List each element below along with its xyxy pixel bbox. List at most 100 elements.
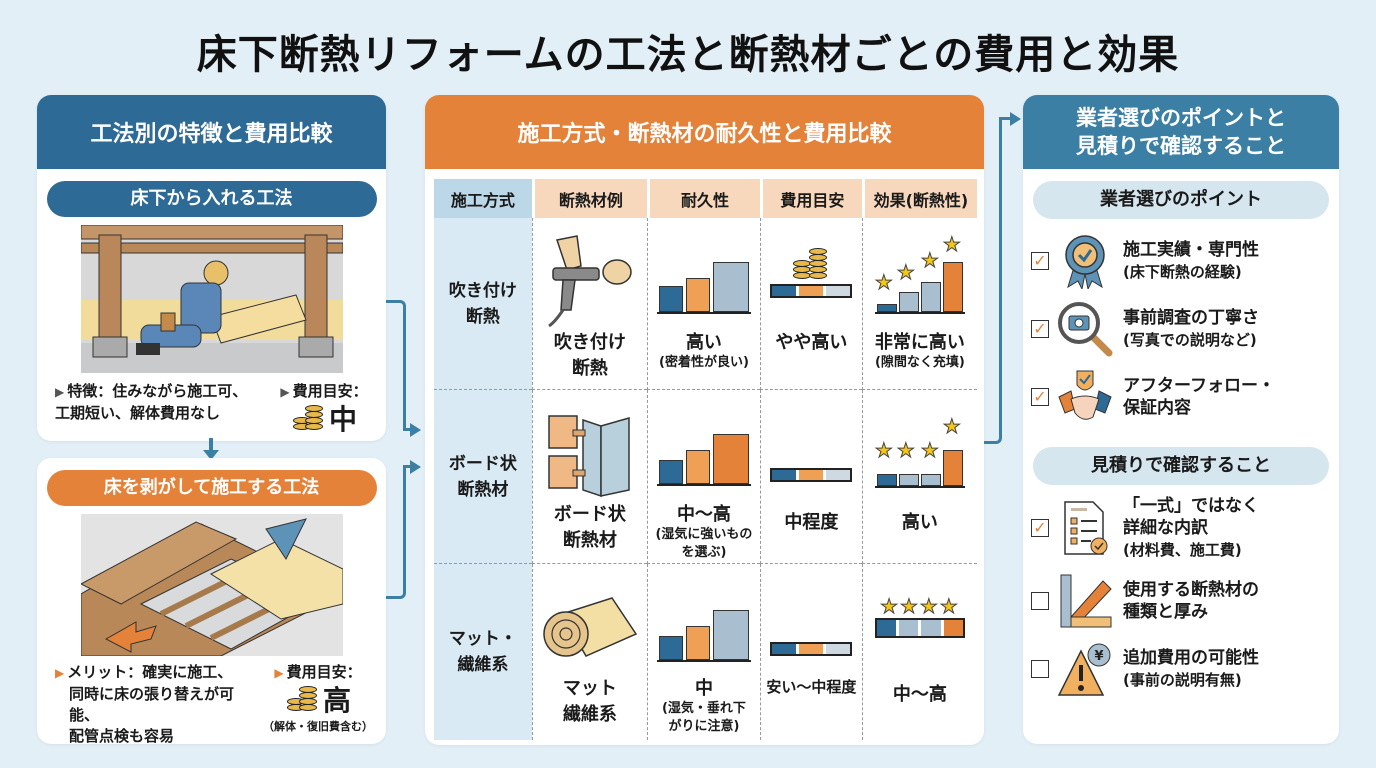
- row-method: 吹き付け 断熱: [434, 218, 532, 390]
- effect-star-chart-icon: ★★★★: [863, 574, 977, 674]
- row-effect: ★ ★ ★ ★ 高い: [861, 390, 977, 564]
- row-durability: 高い (密着性が良い): [646, 218, 760, 390]
- method1-feature-line1: 特徴：住みながら施工可、: [67, 382, 248, 400]
- row-durability: 中～高 (湿気に強いものを選ぶ): [646, 390, 760, 564]
- cost-level-icon: [761, 400, 862, 500]
- handshake-shield-icon: [1057, 369, 1113, 425]
- comparison-table: 施工方式 断熱材例 耐久性 費用目安 効果(断熱性) 吹き付け 断熱: [434, 179, 977, 740]
- arrowhead-right-icon: [410, 460, 421, 474]
- row-method-line2: 断熱: [465, 306, 500, 327]
- row-cost: やや高い: [759, 218, 862, 390]
- checklist-item[interactable]: ✓ 施工実績・専門性 (床下断熱の経験): [1023, 233, 1339, 289]
- col-method: 施工方式: [434, 179, 532, 218]
- item-line2: 詳細な内訳: [1123, 518, 1208, 538]
- board-panels-icon: [533, 400, 647, 500]
- checklist-item[interactable]: ¥ 追加費用の可能性 (事前の説明有無): [1023, 641, 1339, 697]
- durability-bar-chart-icon: [648, 574, 760, 674]
- method2-cost: ▶費用目安： 高 （解体・復旧費含む）: [262, 662, 374, 744]
- row-durability-note: (湿気に強いものを選ぶ): [655, 527, 753, 560]
- col-cost: 費用目安: [759, 179, 862, 218]
- award-badge-icon: [1057, 233, 1113, 289]
- method2-merit-line2: 同時に床の張り替えが可能、: [69, 685, 235, 724]
- connector-arrow-right: [984, 117, 1002, 444]
- method1-cost-label: 費用目安：: [292, 382, 368, 400]
- col-effect: 効果(断熱性): [861, 179, 977, 218]
- method2-panel: 床を剥がして施工する工法 ▶メリット：確実に施工、 同時に床の張り替えが可能、 …: [37, 458, 386, 744]
- checkbox-checked[interactable]: ✓: [1031, 320, 1049, 338]
- connector-arrow-top: [386, 300, 406, 430]
- row-method-line1: マット・: [448, 629, 517, 649]
- item-line2: 種類と厚み: [1123, 602, 1208, 622]
- camera-magnifier-icon: [1057, 301, 1113, 357]
- spray-gun-icon: [533, 228, 647, 328]
- bullet-triangle-icon: ▶: [55, 666, 65, 680]
- item-line2: (写真での説明など): [1123, 331, 1257, 349]
- durability-bar-chart-icon: [648, 228, 760, 328]
- svg-text:¥: ¥: [1094, 649, 1103, 664]
- row-cost-value: 中程度: [784, 512, 839, 533]
- row-durability-value: 中: [694, 678, 713, 699]
- item-line2: (床下断熱の経験): [1123, 263, 1242, 281]
- floor-removed-illustration: [80, 514, 343, 656]
- row-durability-value: 中～高: [676, 504, 731, 525]
- item-line1: アフターフォロー・: [1123, 376, 1275, 396]
- item-line1: 「一式」ではなく: [1123, 496, 1259, 516]
- col-durability: 耐久性: [646, 179, 760, 218]
- method1-label: 床下から入れる工法: [46, 181, 377, 217]
- row-effect-value: 高い: [901, 512, 938, 533]
- row-method-line1: ボード状: [448, 453, 517, 474]
- row-method-line1: 吹き付け: [448, 280, 517, 301]
- connector-arrow-right-top: [999, 117, 1013, 120]
- checkbox-checked[interactable]: ✓: [1031, 519, 1049, 537]
- row-effect: ★★★★ 中～高: [861, 564, 977, 740]
- method2-cost-level: 高: [322, 683, 351, 717]
- row-material: ボード状 断熱材: [531, 390, 647, 564]
- bullet-triangle-icon: ▶: [280, 385, 290, 399]
- cost-level-icon: [761, 228, 862, 328]
- cost-level-icon: [761, 574, 862, 674]
- connector-arrow-bottom: [386, 465, 406, 599]
- row-material: マット 繊維系: [531, 564, 647, 740]
- row-effect-note: (隙間なく充填): [874, 355, 965, 370]
- down-arrowhead: [203, 450, 219, 460]
- method2-merit-line3: 配管点検も容易: [69, 727, 175, 744]
- item-line1: 事前調査の丁寧さ: [1123, 308, 1259, 328]
- tips-panel-header: 業者選びのポイントと 見積りで確認すること: [1023, 95, 1339, 169]
- item-line2: 保証内容: [1123, 398, 1191, 418]
- down-arrow-icon: [209, 438, 213, 452]
- coins-icon: [291, 403, 325, 435]
- worker-underfloor-illustration: [80, 225, 343, 373]
- materials-comparison-panel: 施工方式・断熱材の耐久性と費用比較 施工方式 断熱材例 耐久性 費用目安 効果(…: [425, 95, 984, 745]
- row-method-line2: 断熱材: [457, 479, 509, 500]
- checklist-item[interactable]: ✓ 「一式」ではなく 詳細な内訳 (材料費、施工費): [1023, 495, 1339, 561]
- row-effect-value: 中～高: [892, 684, 947, 705]
- materials-panel-header: 施工方式・断熱材の耐久性と費用比較: [425, 95, 984, 169]
- method1-feature-line2: 工期短い、解体費用なし: [55, 404, 221, 422]
- section-estimate-checks: 見積りで確認すること: [1033, 447, 1329, 485]
- durability-bar-chart-icon: [648, 400, 760, 500]
- row-durability-note: (密着性が良い): [659, 355, 749, 370]
- row-cost-value: やや高い: [775, 332, 848, 353]
- checklist-item[interactable]: ✓ 事前調査の丁寧さ (写真での説明など): [1023, 301, 1339, 357]
- row-material-line1: マット: [562, 678, 617, 699]
- insulation-roll-icon: [533, 574, 647, 674]
- checkbox-checked[interactable]: ✓: [1031, 252, 1049, 270]
- bullet-triangle-icon: ▶: [55, 385, 65, 399]
- method2-cost-note: （解体・復旧費含む）: [263, 720, 373, 733]
- table-row: 吹き付け 断熱 吹き付け 断熱: [434, 218, 977, 390]
- checklist-item[interactable]: ✓ アフターフォロー・ 保証内容: [1023, 369, 1339, 425]
- checklist-item[interactable]: 使用する断熱材の 種類と厚み: [1023, 573, 1339, 629]
- item-line2: (事前の説明有無): [1123, 671, 1242, 689]
- row-material-line2: 繊維系: [562, 704, 617, 725]
- row-effect-value: 非常に高い: [874, 332, 965, 353]
- checkbox-checked[interactable]: ✓: [1031, 388, 1049, 406]
- row-material: 吹き付け 断熱: [531, 218, 647, 390]
- checkbox-unchecked[interactable]: [1031, 592, 1049, 610]
- table-row: マット・ 繊維系 マット 繊維系: [434, 564, 977, 740]
- checkbox-unchecked[interactable]: [1031, 660, 1049, 678]
- connector-arrow-bottom-h: [403, 465, 413, 468]
- checklist-document-icon: [1057, 500, 1113, 556]
- item-line3: (材料費、施工費): [1123, 541, 1242, 559]
- row-effect: ★ ★ ★ ★ 非常に高い (隙間なく充填): [861, 218, 977, 390]
- method-comparison-panel: 工法別の特徴と費用比較 床下から入れる工法: [37, 95, 386, 441]
